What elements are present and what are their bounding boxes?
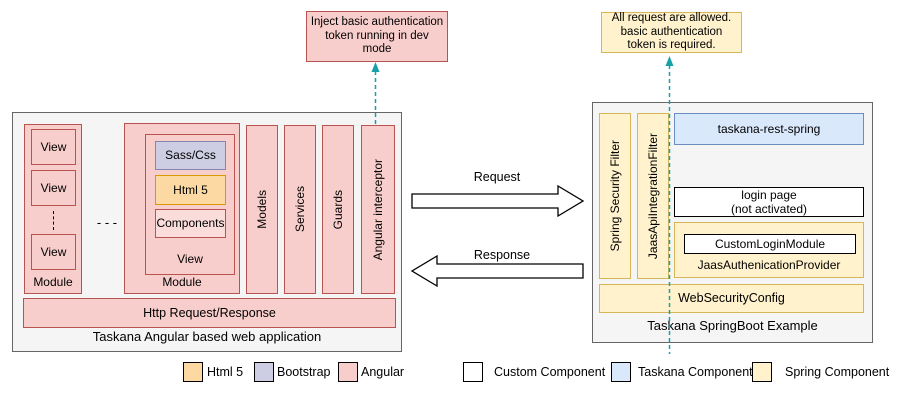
legend-label-taskana-component: Taskana Component xyxy=(638,365,753,379)
legend-label-bootstrap: Bootstrap xyxy=(277,365,331,379)
dev-mode-note: Inject basic authentication token runnin… xyxy=(306,11,448,62)
legend-swatch-spring-component xyxy=(752,362,772,382)
module-label: Module xyxy=(162,274,202,289)
legend-swatch-taskana-component xyxy=(611,362,631,382)
view-container: Sass/Css Html 5 Components View xyxy=(145,134,235,275)
login-page-box: login page (not activated) xyxy=(674,187,864,217)
models-bar: Models xyxy=(246,125,278,294)
custom-login-module-box: CustomLoginModule xyxy=(684,234,856,254)
interceptor-note-arrowhead-icon xyxy=(371,62,380,72)
view-label: View xyxy=(177,251,203,266)
models-label: Models xyxy=(254,190,269,229)
spring-security-filter-bar: Spring Security Filter xyxy=(599,113,631,279)
springboot-note-arrowhead-icon xyxy=(665,56,674,66)
response-label: Response xyxy=(473,248,531,262)
legend-swatch-custom-component xyxy=(463,362,483,382)
legend-label-html5: Html 5 xyxy=(207,365,244,379)
taskana-rest-spring-box: taskana-rest-spring xyxy=(674,113,864,145)
sass-css-box: Sass/Css xyxy=(155,141,226,170)
components-box: Components xyxy=(155,209,226,238)
legend-label-angular: Angular xyxy=(361,365,405,379)
modules-ellipsis: - - - xyxy=(96,215,118,230)
services-bar: Services xyxy=(284,125,316,294)
guards-label: Guards xyxy=(330,189,345,230)
angular-module-1: View View View Module xyxy=(24,124,82,294)
angular-interceptor-label: Angular interceptor xyxy=(370,158,385,261)
angular-interceptor-bar: Angular interceptor xyxy=(361,125,395,294)
angular-module-2: Sass/Css Html 5 Components View Module xyxy=(124,123,240,294)
view-box: View xyxy=(31,170,76,206)
springboot-container: Spring Security Filter JaasApiIntegratio… xyxy=(592,102,873,343)
legend-label-spring-component: Spring Component xyxy=(785,365,890,379)
springboot-title: Taskana SpringBoot Example xyxy=(647,318,818,333)
legend-swatch-angular xyxy=(338,362,358,382)
jaas-authentication-provider-label: JaasAuthenicationProvider xyxy=(697,257,841,272)
view-box: View xyxy=(31,234,76,270)
guards-bar: Guards xyxy=(322,125,354,294)
angular-app-container: View View View Module - - - Sass/Css Htm… xyxy=(12,112,402,352)
angular-app-title: Taskana Angular based web application xyxy=(92,329,322,344)
vertical-ellipsis xyxy=(53,211,54,230)
auth-required-note: All request are allowed. basic authentic… xyxy=(601,12,742,53)
http-request-response-bar: Http Request/Response xyxy=(23,298,396,328)
jaas-api-integration-filter-label: JaasApiIntegrationFilter xyxy=(645,132,660,260)
jaas-authentication-provider-box: CustomLoginModule JaasAuthenicationProvi… xyxy=(674,222,864,278)
web-security-config-bar: WebSecurityConfig xyxy=(599,284,864,313)
legend-swatch-html5 xyxy=(183,362,203,382)
spring-security-filter-label: Spring Security Filter xyxy=(607,140,622,252)
view-box: View xyxy=(31,129,76,165)
html5-box: Html 5 xyxy=(155,175,226,205)
request-arrow xyxy=(411,184,585,218)
legend-swatch-bootstrap xyxy=(254,362,274,382)
services-label: Services xyxy=(292,186,307,233)
request-label: Request xyxy=(473,170,521,184)
legend-label-custom-component: Custom Component xyxy=(494,365,606,379)
module-label: Module xyxy=(33,274,73,289)
jaas-api-integration-filter-bar: JaasApiIntegrationFilter xyxy=(637,113,669,279)
